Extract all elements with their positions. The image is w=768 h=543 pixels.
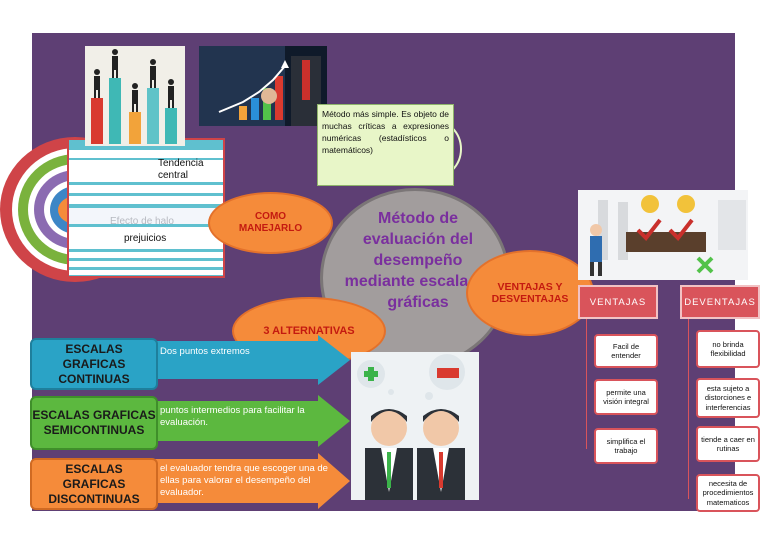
ventajas-item-2: permite una visión integral (594, 379, 658, 415)
stripe (69, 252, 223, 258)
alternatives-arrows (150, 335, 350, 509)
stripe (69, 270, 223, 275)
stripe (69, 208, 223, 224)
desventajas-connector (688, 319, 689, 499)
ventajas-desventajas-label: VENTAJAS Y DESVENTAJAS (491, 281, 569, 305)
growth-chart-icon (199, 46, 327, 126)
continuas-title: ESCALAS GRAFICAS CONTINUAS (58, 341, 130, 386)
como-manejarlo-label: COMO MANEJARLO (238, 211, 303, 234)
arrow-semicontinuas (150, 395, 350, 447)
ventajas-item-3: simplifica el trabajo (594, 428, 658, 464)
stripe (69, 227, 223, 249)
continuas-desc: Dos puntos extremos (160, 346, 250, 357)
stripe (69, 196, 223, 204)
ventajas-item-1: Facil de entender (594, 334, 658, 368)
ventajas-desventajas-ellipse: VENTAJAS Y DESVENTAJAS (466, 250, 594, 336)
prejuicios-label: prejuicios (124, 233, 167, 244)
como-manejarlo-ellipse: COMO MANEJARLO (208, 192, 333, 254)
discontinuas-title: ESCALAS GRAFICAS DISCONTINUAS (48, 461, 140, 506)
business-chart-image (199, 46, 327, 126)
semicontinuas-box: ESCALAS GRAFICAS SEMICONTINUAS (30, 396, 158, 450)
desventajas-header: DEVENTAJAS (680, 285, 760, 319)
ventajas-header: VENTAJAS (578, 285, 658, 319)
desventajas-item-3: tiende a caer en rutinas (696, 426, 760, 462)
ventajas-connector (586, 319, 587, 449)
method-description: Método más simple. Es objeto de muchas c… (317, 104, 454, 186)
bar-people-image (85, 46, 185, 146)
arrow-discontinuas (150, 453, 350, 509)
arrow-continuas (150, 335, 350, 385)
discontinuas-desc: el evaluador tendra que escoger una de e… (160, 463, 328, 498)
alternativas-label: 3 ALTERNATIVAS (263, 324, 355, 337)
stripe (69, 261, 223, 267)
desventajas-item-1: no brinda flexibilidad (696, 330, 760, 368)
desventajas-item-2: esta sujeto a distorciones e interferenc… (696, 378, 760, 418)
semicontinuas-title: ESCALAS GRAFICAS SEMICONTINUAS (32, 408, 156, 437)
stripe (69, 150, 223, 158)
tendency-label: Tendencia central (158, 158, 204, 181)
meeting-image (578, 190, 748, 280)
meeting-icon (578, 190, 748, 280)
semicontinuas-desc: puntos intermedios para facilitar la eva… (160, 405, 305, 428)
discontinuas-box: ESCALAS GRAFICAS DISCONTINUAS (30, 458, 158, 510)
stripe (69, 185, 223, 193)
halo-label: Efecto de halo (110, 216, 174, 227)
bar-people-icon (91, 49, 177, 144)
businessmen-image (351, 352, 479, 500)
stripe (69, 160, 223, 182)
desventajas-item-4: necesita de procedimientos matematicos (696, 474, 760, 512)
center-title: Método de evaluación del desempeño media… (344, 210, 492, 311)
thinking-men-icon (357, 354, 465, 500)
continuas-box: ESCALAS GRAFICAS CONTINUAS (30, 338, 158, 390)
